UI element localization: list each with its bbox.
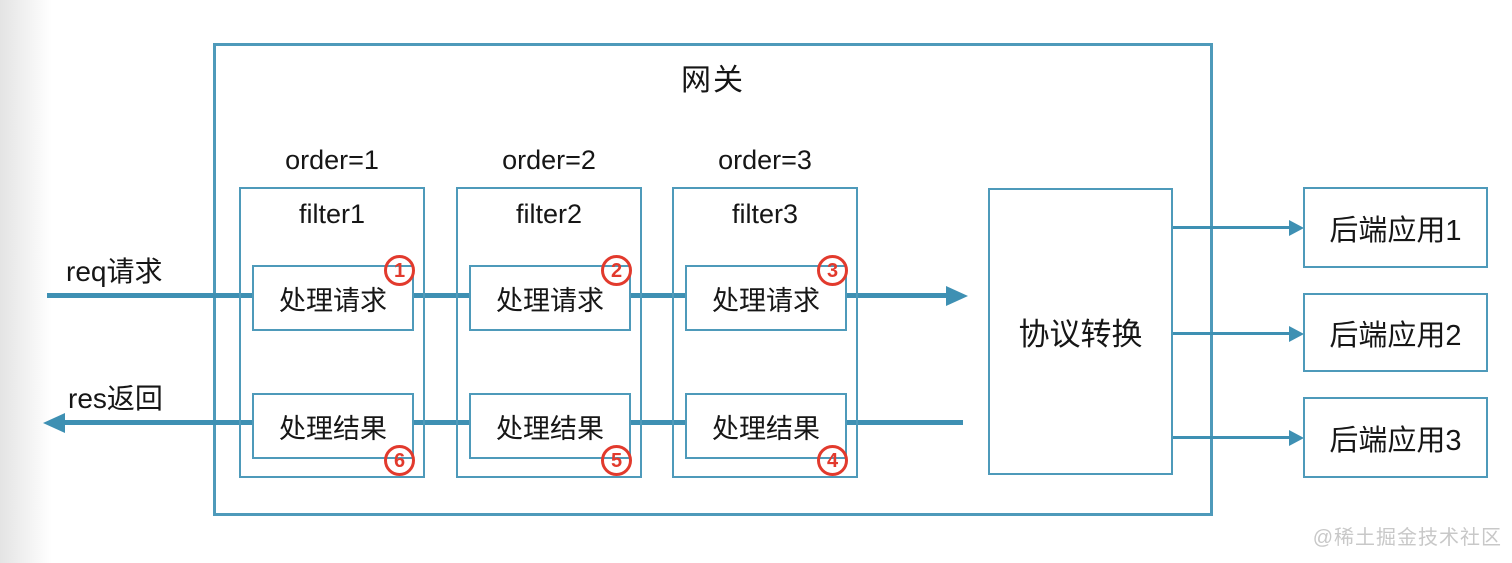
watermark: @稀土掘金技术社区 bbox=[1312, 527, 1502, 549]
backend-arrow-line-2 bbox=[1173, 332, 1293, 335]
filter1-process-request-label: 处理请求 bbox=[279, 285, 387, 316]
step-badge-5: 5 bbox=[601, 445, 632, 476]
request-label: req请求 bbox=[66, 256, 163, 287]
filter2-name: filter2 bbox=[515, 199, 583, 229]
step-badge-4: 4 bbox=[817, 445, 848, 476]
backend-arrowhead-icon-3 bbox=[1289, 430, 1304, 446]
filter1-process-result-label: 处理结果 bbox=[279, 413, 387, 444]
filter2-process-result-label: 处理结果 bbox=[496, 413, 604, 444]
filter1-order-label: order=1 bbox=[285, 145, 379, 175]
filter3-name: filter3 bbox=[731, 199, 799, 229]
filter3-process-result-box: 处理结果 4 bbox=[685, 393, 848, 476]
left-edge-gradient bbox=[0, 0, 52, 563]
step-badge-2: 2 bbox=[601, 255, 632, 286]
request-arrowhead-icon bbox=[946, 286, 968, 306]
step-badge-1: 1 bbox=[384, 255, 415, 286]
backend-app-box-2: 后端应用2 bbox=[1303, 293, 1488, 372]
filter-column-2: order=2 filter2 处理请求 2 处理结果 5 bbox=[456, 145, 642, 478]
backend-arrowhead-icon-2 bbox=[1289, 326, 1304, 342]
filter3-process-request-box: 处理请求 3 bbox=[685, 255, 848, 331]
backend-app-box-1: 后端应用1 bbox=[1303, 187, 1488, 268]
step-badge-6: 6 bbox=[384, 445, 415, 476]
filter2-process-request-label: 处理请求 bbox=[496, 285, 604, 316]
filter2-process-result-box: 处理结果 5 bbox=[469, 393, 632, 476]
backend-arrow-line-1 bbox=[1173, 226, 1293, 229]
filter-column-3: order=3 filter3 处理请求 3 处理结果 4 bbox=[672, 145, 858, 478]
backend-arrow-line-3 bbox=[1173, 436, 1293, 439]
backend-arrowhead-icon-1 bbox=[1289, 220, 1304, 236]
filter1-process-result-box: 处理结果 6 bbox=[252, 393, 415, 476]
filter-column-1: order=1 filter1 处理请求 1 处理结果 6 bbox=[239, 145, 425, 478]
filter1-name: filter1 bbox=[298, 199, 366, 229]
response-label: res返回 bbox=[68, 383, 163, 414]
step-badge-3: 3 bbox=[817, 255, 848, 286]
filter3-order-label: order=3 bbox=[718, 145, 812, 175]
filter3-process-request-label: 处理请求 bbox=[712, 285, 820, 316]
backend-app-box-3: 后端应用3 bbox=[1303, 397, 1488, 478]
response-arrowhead-icon bbox=[43, 413, 65, 433]
filter2-process-request-box: 处理请求 2 bbox=[469, 255, 632, 331]
filter3-process-result-label: 处理结果 bbox=[712, 413, 820, 444]
protocol-conversion-box: 协议转换 bbox=[988, 188, 1173, 475]
filter2-order-label: order=2 bbox=[502, 145, 596, 175]
filter1-process-request-box: 处理请求 1 bbox=[252, 255, 415, 331]
gateway-title: 网关 bbox=[681, 64, 745, 97]
gateway-box bbox=[213, 43, 1213, 516]
